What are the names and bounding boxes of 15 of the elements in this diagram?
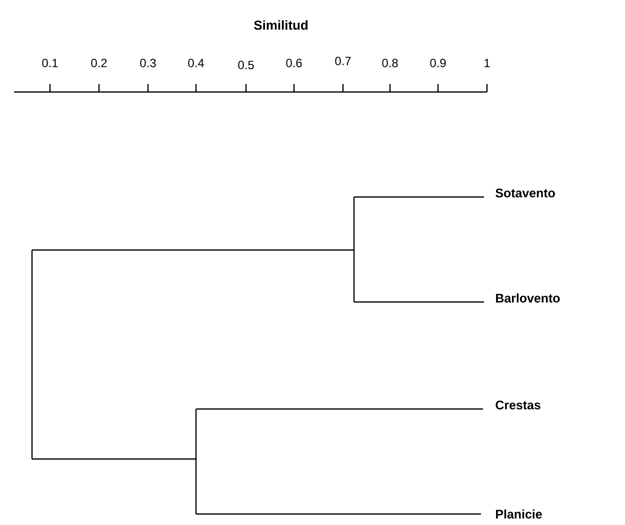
tick-label: 0.3 bbox=[140, 58, 156, 68]
leaf-label: Barlovento bbox=[496, 293, 560, 303]
tick-label: 1 bbox=[484, 58, 490, 68]
leaf-label: Crestas bbox=[496, 400, 540, 410]
tick-label: 0.4 bbox=[188, 58, 204, 68]
tick-label: 0.6 bbox=[286, 58, 302, 68]
tick-label: 0.9 bbox=[430, 58, 446, 68]
tick-label: 0.8 bbox=[382, 58, 398, 68]
tick-label: 0.7 bbox=[335, 56, 351, 66]
leaf-label: Planicie bbox=[496, 509, 542, 519]
tick-label: 0.1 bbox=[42, 58, 58, 68]
tick-label: 0.5 bbox=[238, 60, 254, 70]
leaf-label: Sotavento bbox=[496, 188, 555, 198]
tick-label: 0.2 bbox=[91, 58, 107, 68]
axis-title: Similitud bbox=[254, 20, 308, 30]
